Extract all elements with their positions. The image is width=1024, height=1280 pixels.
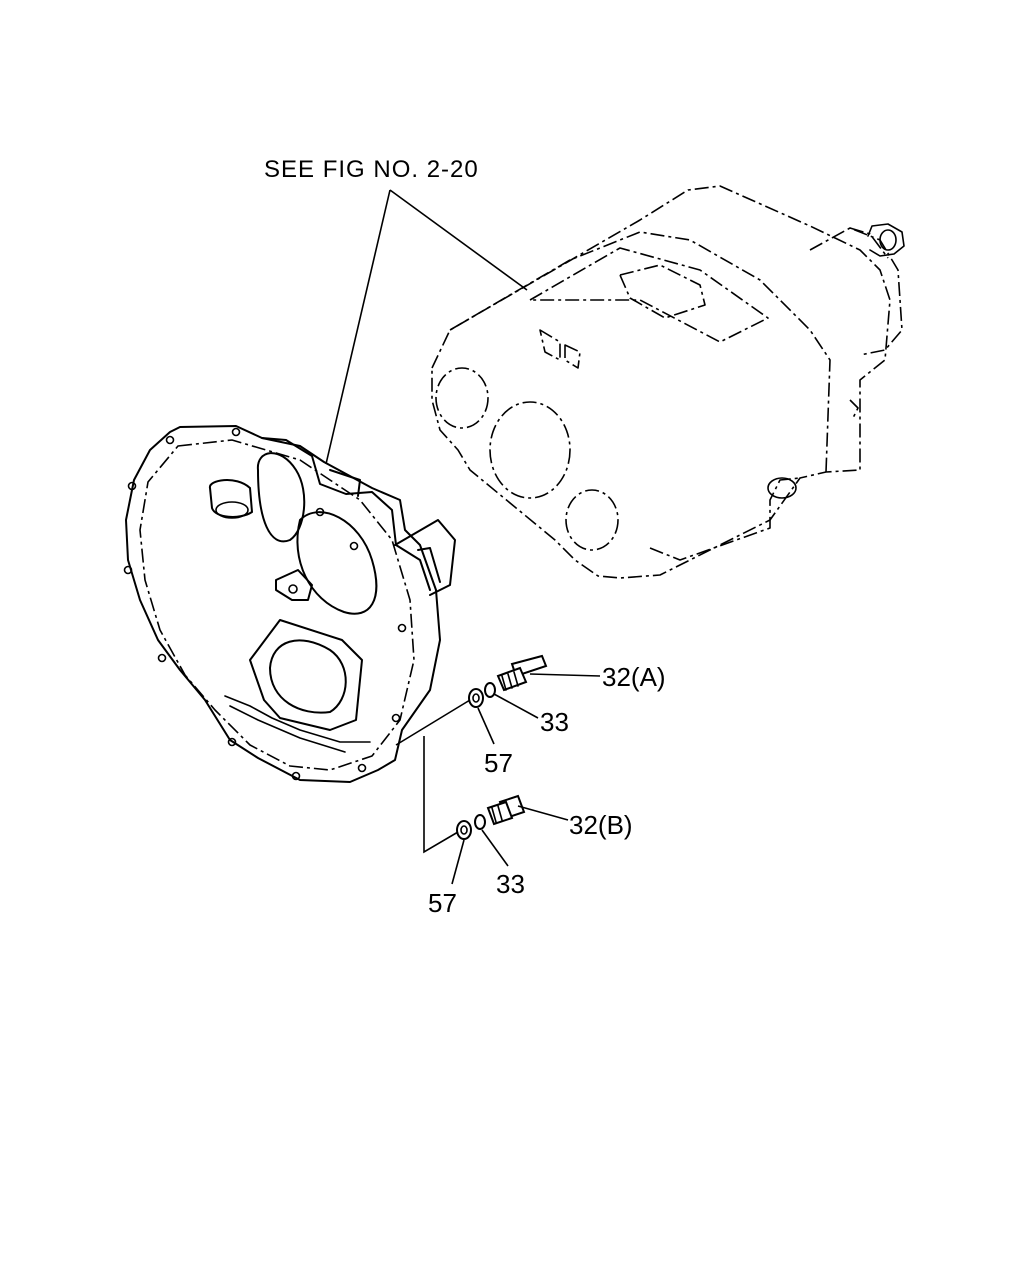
bolt-32b[interactable] — [486, 794, 526, 826]
flange-bolt-holes — [123, 427, 407, 781]
callout-32b: 32(B) — [569, 810, 633, 840]
callout-33-a: 33 — [540, 707, 569, 737]
washer-33-a[interactable] — [484, 682, 496, 698]
callout-57-a: 57 — [484, 748, 513, 778]
reference-leaders — [325, 189, 528, 465]
bolt-32a[interactable] — [496, 654, 548, 692]
washer-33-b[interactable] — [474, 814, 486, 830]
transmission-case — [431, 185, 905, 579]
callout-33-b: 33 — [496, 869, 525, 899]
seal-57-a[interactable] — [468, 688, 484, 708]
reference-note: SEE FIG NO. 2-20 — [264, 156, 479, 183]
callout-57-b: 57 — [428, 888, 457, 918]
callout-32a: 32(A) — [602, 662, 666, 692]
callout-leaders — [451, 673, 601, 885]
clutch-housing[interactable] — [123, 425, 456, 783]
seal-57-b[interactable] — [456, 820, 472, 840]
assembly-bracket — [395, 699, 471, 854]
